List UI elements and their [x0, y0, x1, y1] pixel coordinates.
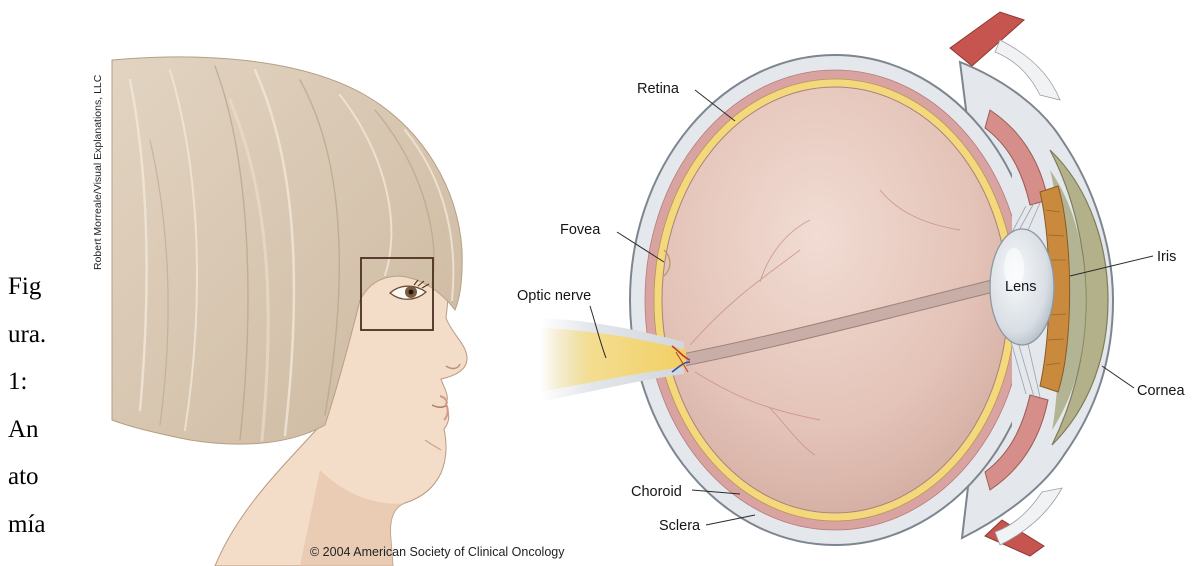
label-cornea: Cornea	[1137, 383, 1185, 399]
label-retina: Retina	[637, 81, 680, 97]
label-sclera: Sclera	[659, 518, 701, 534]
label-iris: Iris	[1157, 249, 1176, 265]
label-choroid: Choroid	[631, 484, 682, 500]
copyright-notice: © 2004 American Society of Clinical Onco…	[310, 545, 565, 559]
cornea-leader	[1102, 366, 1134, 388]
label-optic-nerve: Optic nerve	[517, 288, 591, 304]
illustrator-credit: Robert Morreale/Visual Explanations, LLC	[92, 74, 104, 270]
label-fovea: Fovea	[560, 222, 601, 238]
label-lens: Lens	[1005, 279, 1036, 295]
child-profile	[112, 57, 467, 566]
